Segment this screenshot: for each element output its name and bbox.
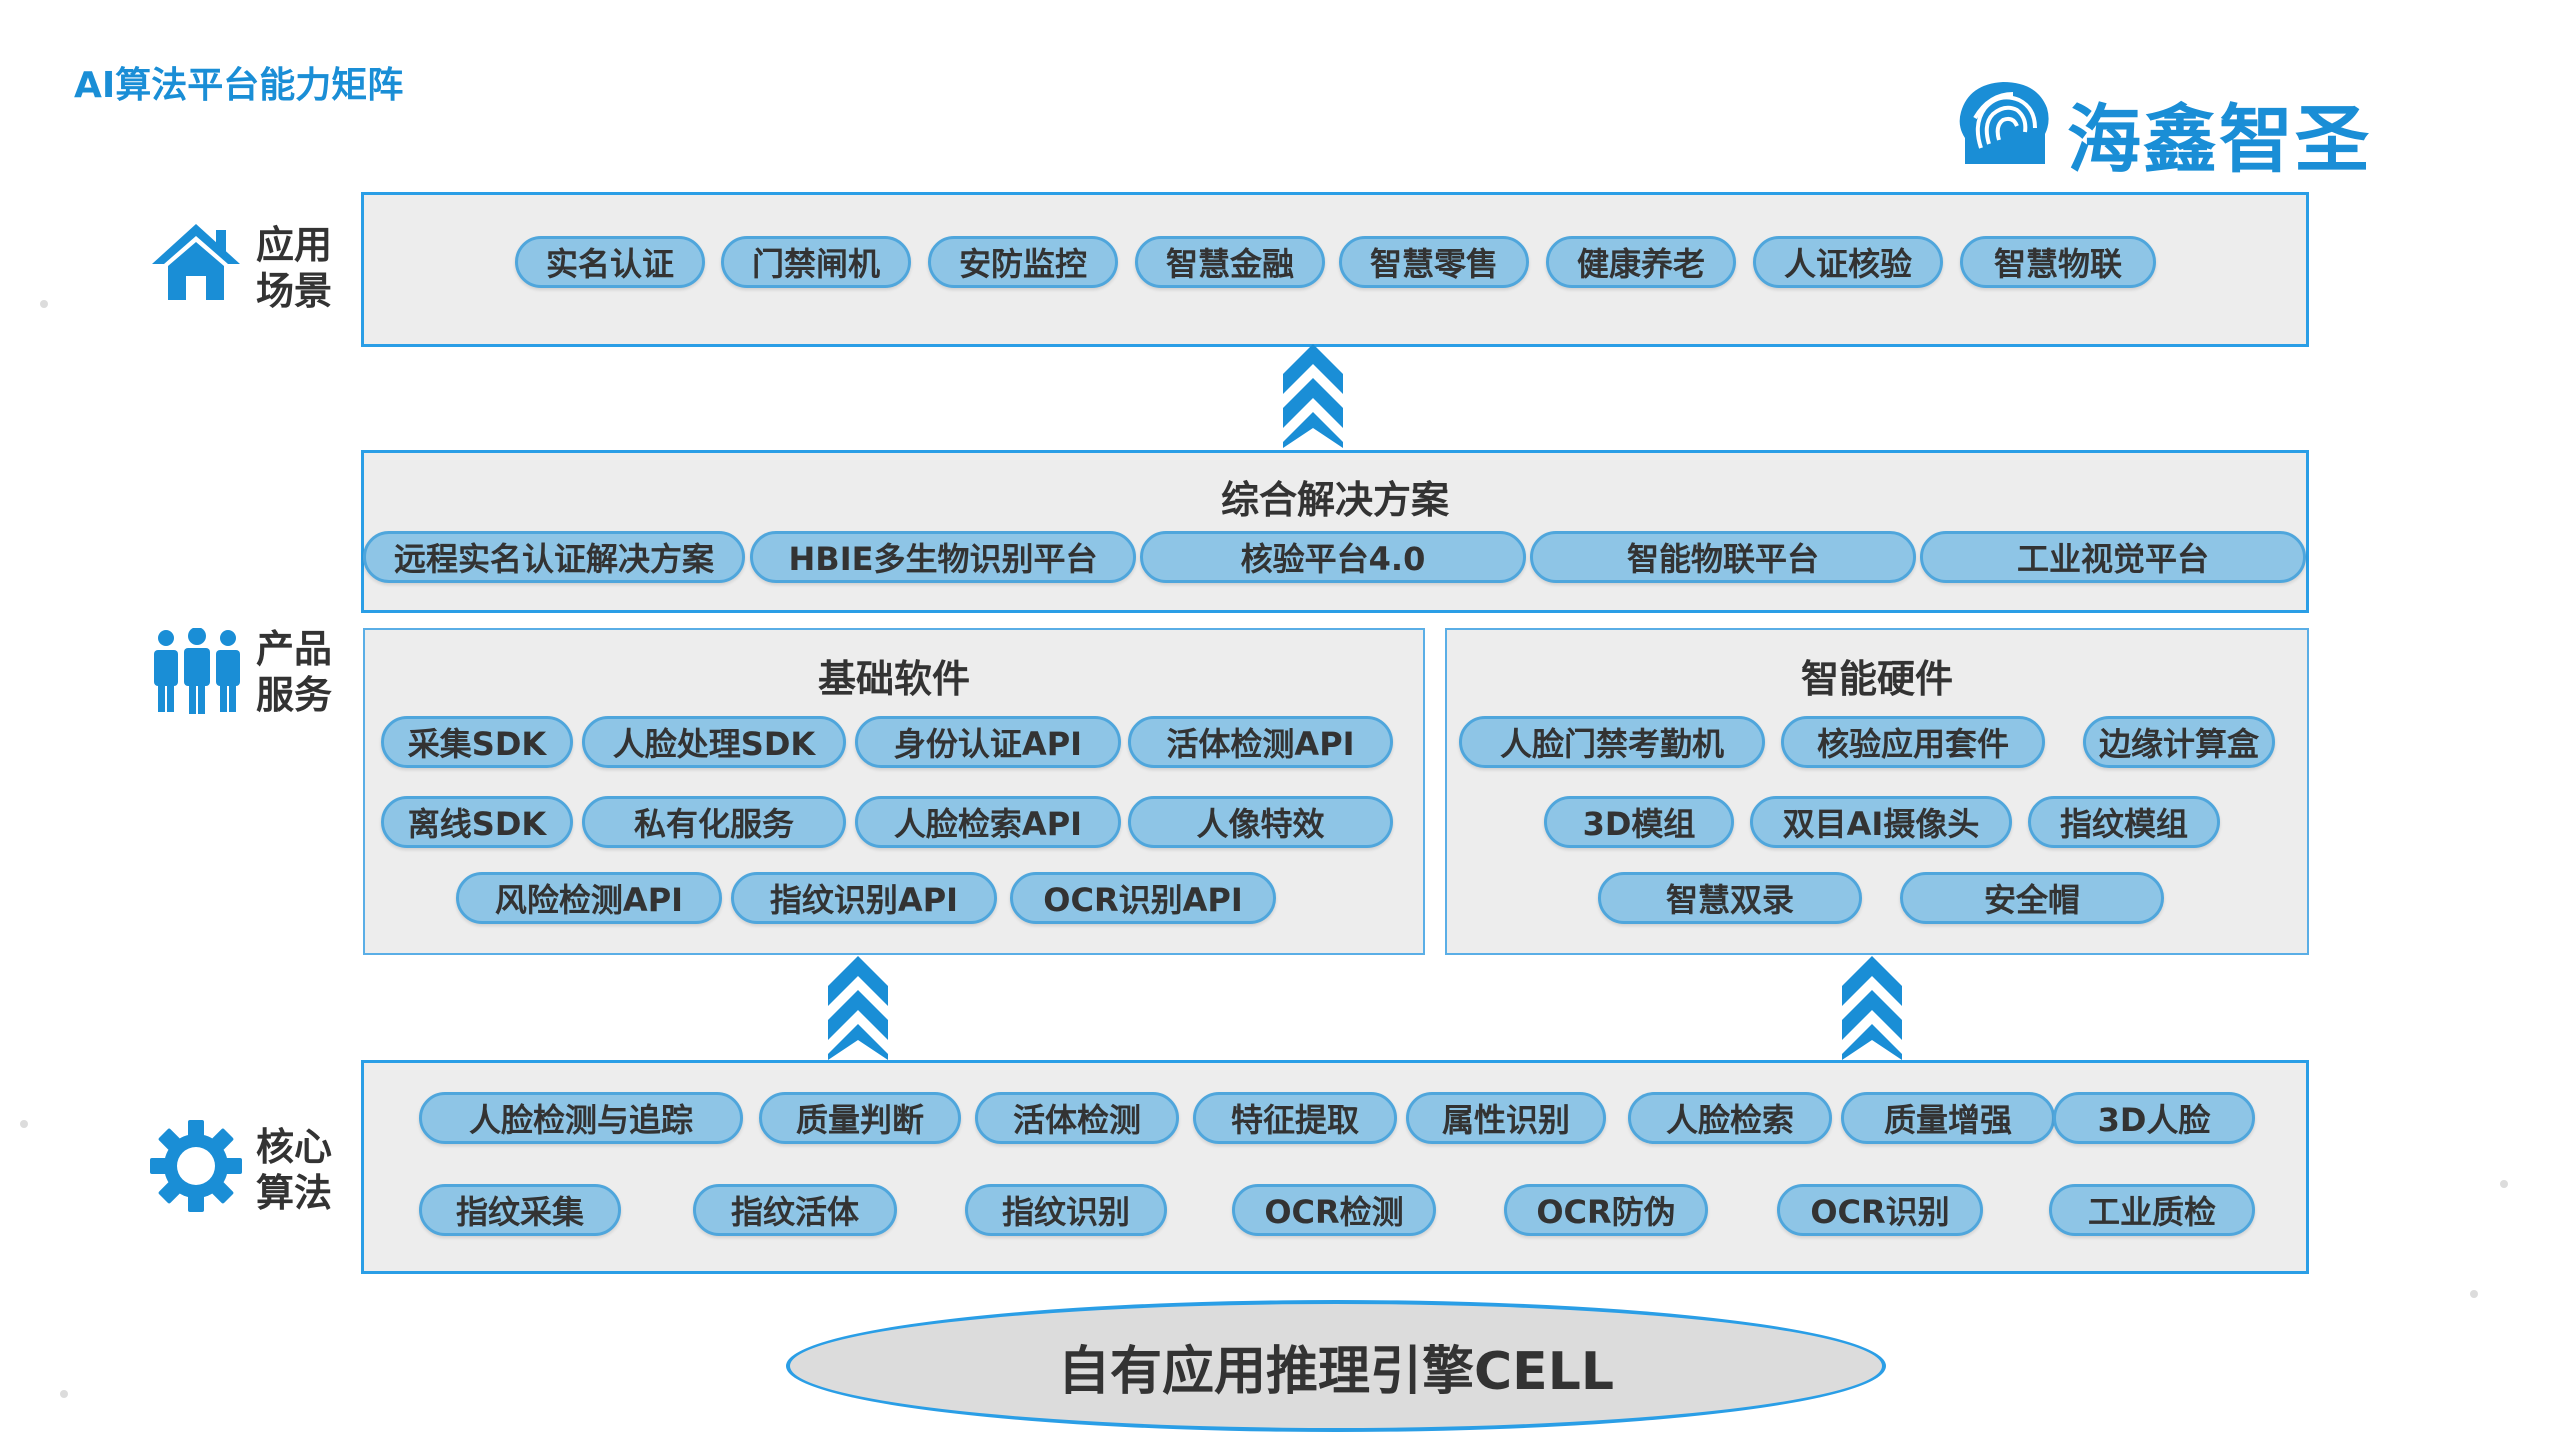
basic-software-item: 身份认证API — [855, 716, 1121, 768]
core-algorithm-item: OCR检测 — [1232, 1184, 1436, 1236]
solution-item: HBIE多生物识别平台 — [750, 531, 1136, 583]
application-item: 健康养老 — [1546, 236, 1736, 288]
smart-hardware-item: 3D模组 — [1544, 796, 1734, 848]
core-algorithm-item: 人脸检索 — [1628, 1092, 1832, 1144]
solution-item: 智能物联平台 — [1530, 531, 1916, 583]
core-algorithm-item: 指纹采集 — [419, 1184, 621, 1236]
application-item: 实名认证 — [515, 236, 705, 288]
fingerprint-head-logo — [1959, 82, 2049, 164]
brand-name: 海鑫智圣 — [2067, 97, 2371, 183]
core-algorithm-item: 质量判断 — [759, 1092, 961, 1144]
up-arrow-icon — [1842, 956, 1902, 1060]
core-algorithm-item: 特征提取 — [1193, 1092, 1397, 1144]
people-icon — [154, 628, 240, 714]
basic-software-item: 风险检测API — [456, 872, 722, 924]
smart-hardware-item: 核验应用套件 — [1781, 716, 2045, 768]
smart-hardware-item: 人脸门禁考勤机 — [1459, 716, 1765, 768]
core-algorithm-item: 指纹活体 — [693, 1184, 897, 1236]
basic-software-item: 采集SDK — [381, 716, 573, 768]
core-algorithm-item: OCR防伪 — [1504, 1184, 1708, 1236]
smart-hardware-item: 边缘计算盒 — [2083, 716, 2275, 768]
core-algorithm-item: OCR识别 — [1777, 1184, 1983, 1236]
basic-software-item: 人像特效 — [1128, 796, 1393, 848]
application-item: 人证核验 — [1753, 236, 1943, 288]
core-algorithm-item: 活体检测 — [975, 1092, 1179, 1144]
basic-software-title: 基础软件 — [817, 657, 970, 701]
core-algorithm-item: 指纹识别 — [965, 1184, 1167, 1236]
layer-label-application: 应用场景 — [256, 223, 333, 313]
application-item: 智慧物联 — [1960, 236, 2156, 288]
layer-label-product: 产品服务 — [256, 627, 333, 717]
application-item: 安防监控 — [928, 236, 1118, 288]
basic-software-item: 指纹识别API — [731, 872, 997, 924]
solution-item: 核验平台4.0 — [1140, 531, 1526, 583]
basic-software-item: 离线SDK — [381, 796, 573, 848]
core-algorithm-item: 属性识别 — [1406, 1092, 1606, 1144]
application-item: 智慧零售 — [1339, 236, 1529, 288]
basic-software-item: 人脸处理SDK — [582, 716, 846, 768]
smart-hardware-item: 指纹模组 — [2028, 796, 2220, 848]
brand-logo: 海鑫智圣 — [1955, 78, 2369, 183]
gear-icon — [150, 1120, 242, 1212]
core-algorithm-item: 工业质检 — [2049, 1184, 2255, 1236]
core-algorithm-item: 3D人脸 — [2053, 1092, 2255, 1144]
solution-item: 工业视觉平台 — [1920, 531, 2306, 583]
up-arrow-icon — [1283, 344, 1343, 448]
smart-hardware-title: 智能硬件 — [1800, 657, 1953, 701]
basic-software-item: 私有化服务 — [582, 796, 846, 848]
basic-software-item: OCR识别API — [1010, 872, 1276, 924]
core-algorithm-item: 人脸检测与追踪 — [419, 1092, 743, 1144]
core-algorithm-item: 质量增强 — [1841, 1092, 2055, 1144]
layer-label-core: 核心算法 — [256, 1125, 333, 1215]
smart-hardware-item: 安全帽 — [1900, 872, 2164, 924]
basic-software-item: 活体检测API — [1128, 716, 1393, 768]
smart-hardware-item: 智慧双录 — [1598, 872, 1862, 924]
smart-hardware-item: 双目AI摄像头 — [1750, 796, 2012, 848]
solutions-title: 综合解决方案 — [1220, 478, 1449, 522]
application-item: 门禁闸机 — [721, 236, 911, 288]
basic-software-item: 人脸检索API — [855, 796, 1121, 848]
house-icon — [152, 224, 240, 300]
smart-hardware-box: 智能硬件 — [1445, 628, 2309, 955]
inference-engine: 自有应用推理引擎CELL — [786, 1300, 1886, 1432]
page-title: AI算法平台能力矩阵 — [74, 65, 404, 106]
up-arrow-icon — [828, 956, 888, 1060]
solution-item: 远程实名认证解决方案 — [363, 531, 745, 583]
application-item: 智慧金融 — [1135, 236, 1325, 288]
